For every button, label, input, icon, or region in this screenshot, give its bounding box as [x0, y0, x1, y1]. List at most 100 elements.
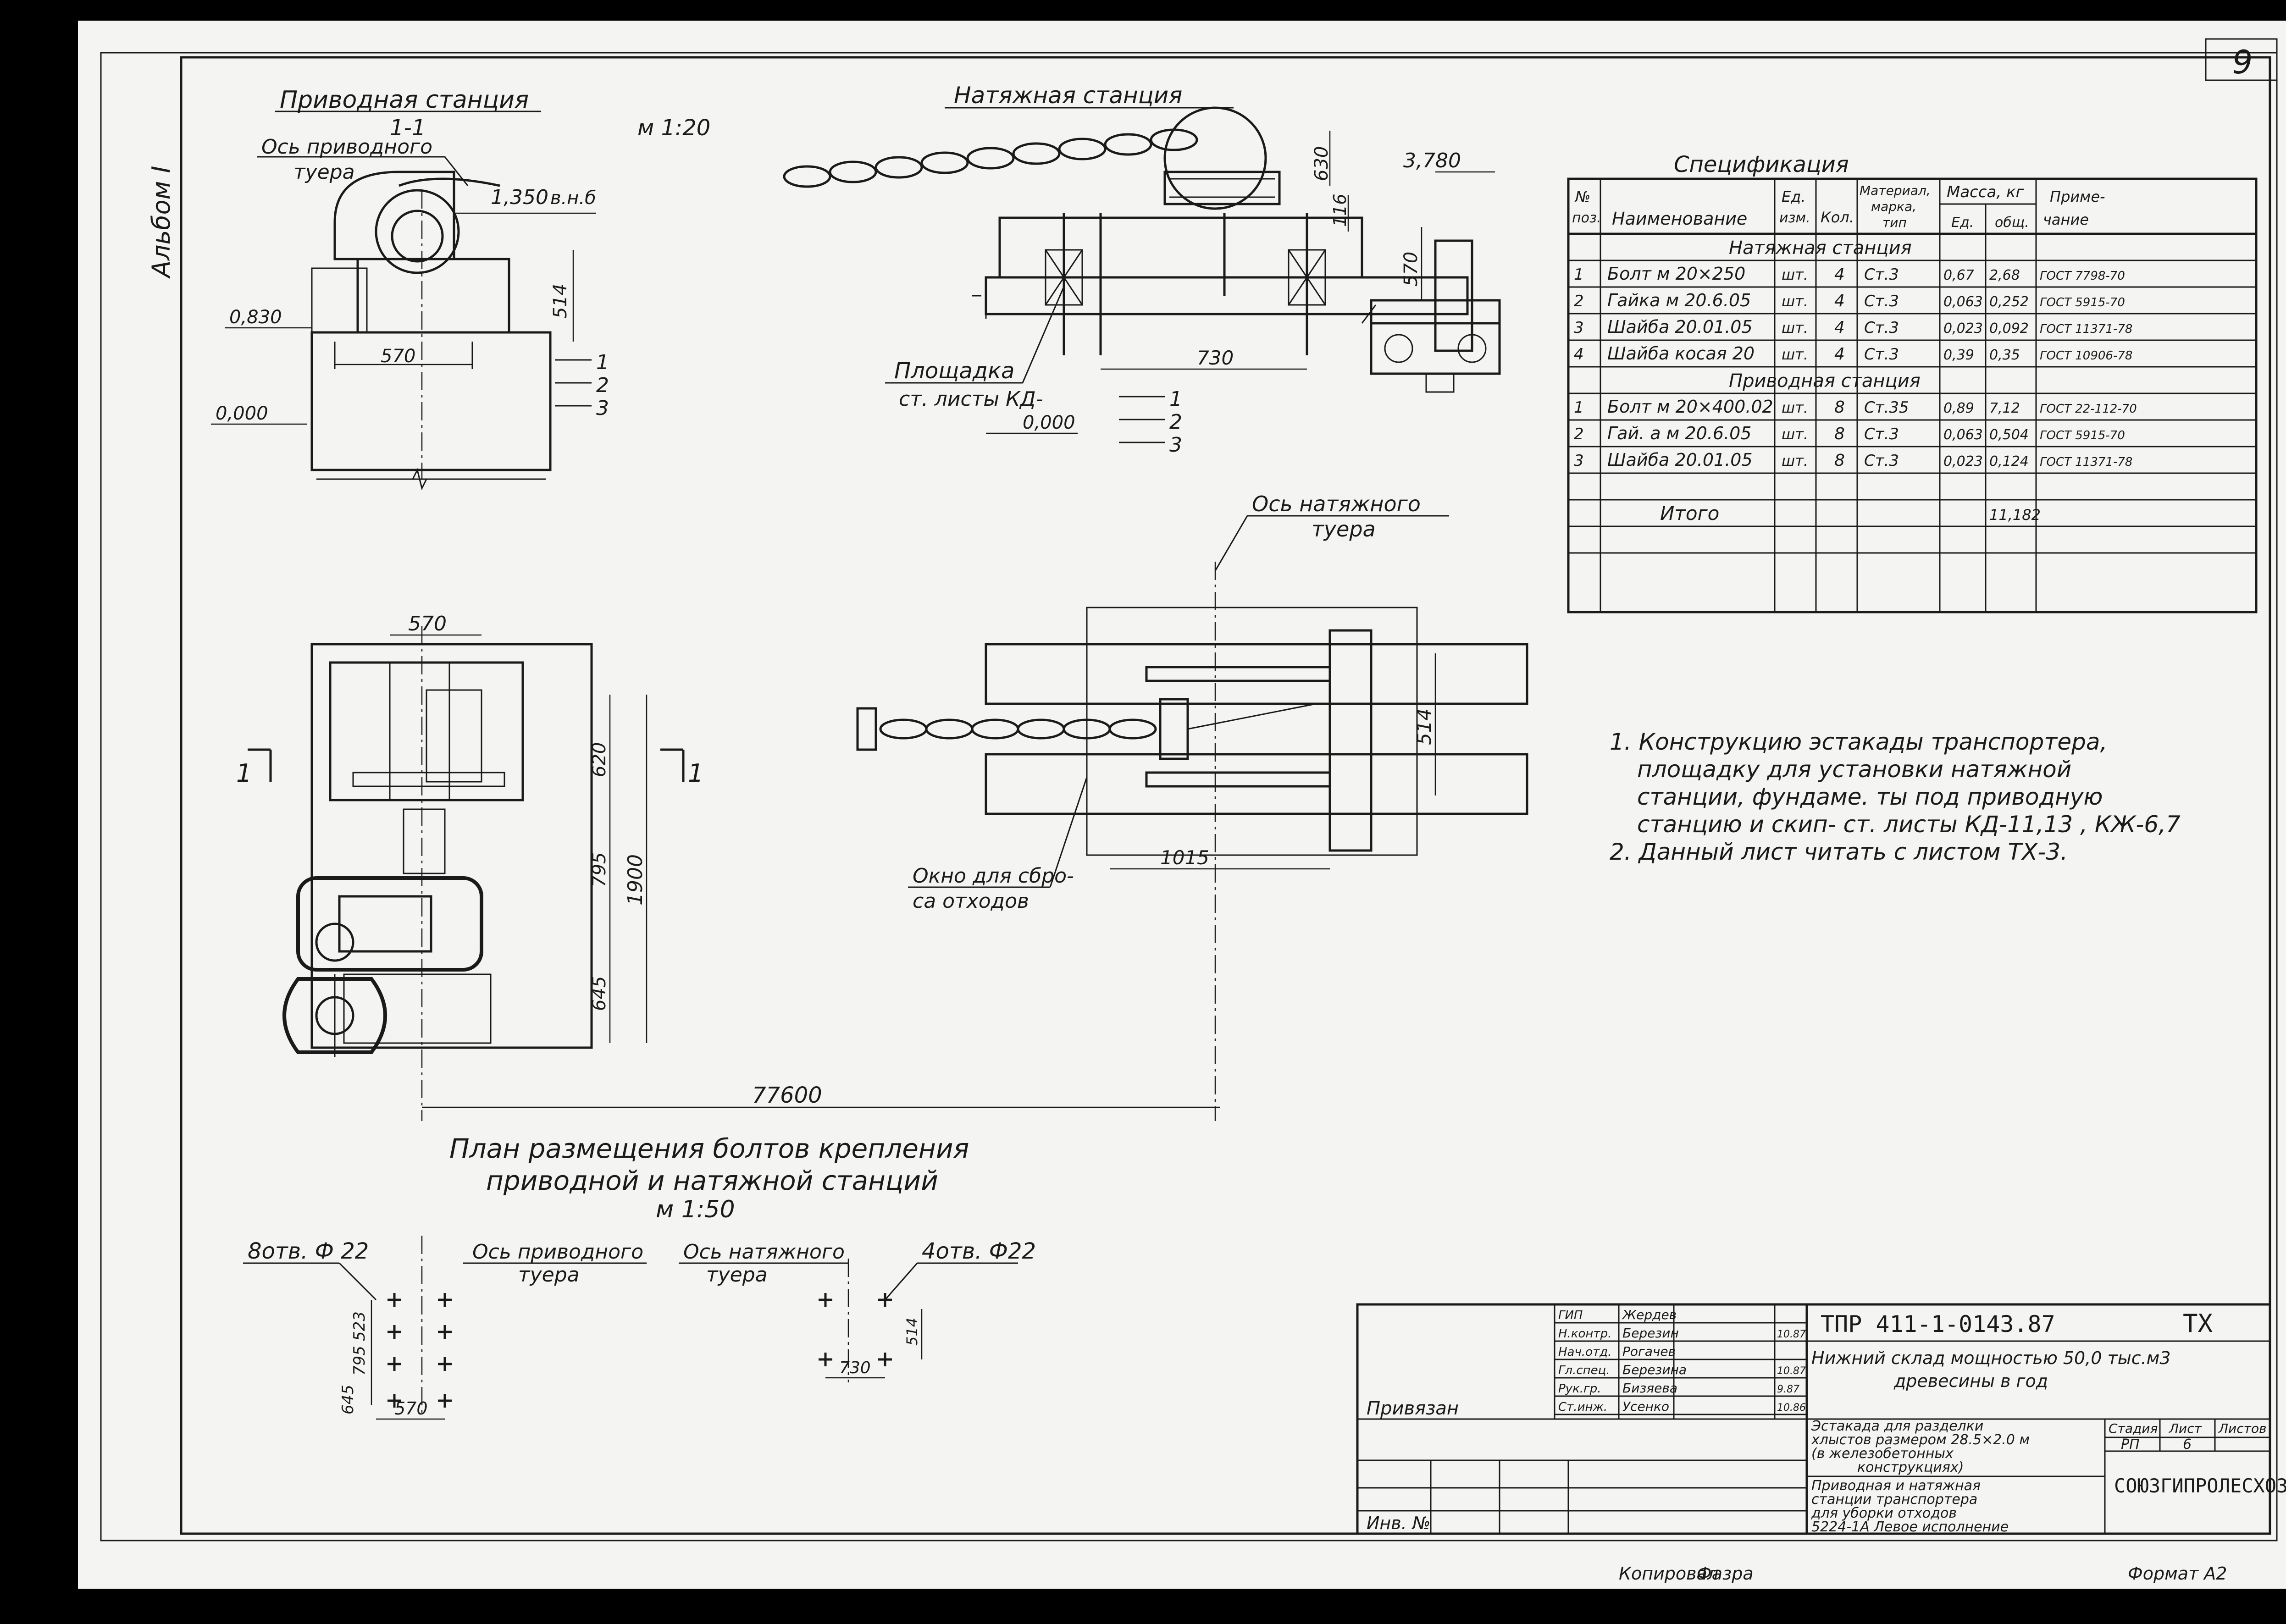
spec-cell-m1: 0,023 [1943, 320, 1983, 337]
copier-signature: Фазра [1697, 1563, 1754, 1584]
spec-cell-qty: 8 [1834, 398, 1845, 417]
spec-cell-m2: 0,092 [1989, 320, 2029, 337]
tb-sheet-hdr: Лист [2169, 1421, 2202, 1436]
spec-cell-pos: 4 [1574, 345, 1584, 364]
tb-role: Рук.гр. [1558, 1382, 1601, 1396]
drawing-sheet: 9 Альбом I Приводная станция 1-1 м 1:20 … [78, 21, 2286, 1589]
tension-elev-ground: 0,000 [1023, 412, 1075, 433]
note-1-line-3: станции, фундаме. ты под приводную [1637, 784, 2103, 810]
spec-hdr-unit-1: Ед. [1782, 188, 1806, 205]
bolt-holes-left: 8отв. Ф 22 [248, 1238, 369, 1264]
spec-cell-unit: шт. [1782, 346, 1808, 363]
tension-platform-label-1: Площадка [894, 358, 1014, 384]
bolt-plan: План размещения болтов крепления приводн… [243, 1133, 1036, 1420]
tension-station-title: Натяжная станция [954, 82, 1182, 109]
sheet-number: 9 [2232, 44, 2253, 81]
spec-cell-unit: шт. [1782, 319, 1808, 337]
note-1-line-4: станцию и скип- ст. листы КД-11,13 , КЖ-… [1637, 811, 2181, 838]
plan-section-mark-right: 1 [688, 759, 703, 788]
bolt-dim-570: 570 [394, 1398, 428, 1419]
spec-cell-m1: 0,063 [1943, 294, 1983, 310]
tb-sheet-title-4: 5224-1А Левое исполнение [1811, 1519, 2009, 1535]
tb-inv: Инв. № [1367, 1513, 1430, 1533]
tb-stage-hdr: Стадия [2109, 1421, 2158, 1436]
tension-dim-630: 630 [1311, 146, 1332, 181]
tension-callout-1: 1 [1169, 387, 1182, 411]
spec-cell-name: Шайба 20.01.05 [1607, 450, 1753, 470]
spec-cell-name: Болт м 20×400.02 [1607, 397, 1773, 417]
plan-dim-514: 514 [1413, 708, 1435, 745]
drive-elev-top: 1,350 [491, 186, 548, 209]
drive-callout-1: 1 [596, 351, 609, 374]
drive-callout-3: 3 [596, 397, 609, 420]
spec-cell-qty: 4 [1834, 292, 1845, 310]
spec-cell-m2: 0,124 [1989, 453, 2029, 470]
drive-station-view: Приводная станция 1-1 м 1:20 Ось приводн… [211, 86, 710, 491]
spec-hdr-pos-1: № [1574, 188, 1590, 205]
bolt-dim-645: 645 [339, 1385, 357, 1414]
spec-cell-m1: 0,023 [1943, 453, 1983, 470]
spec-cell-qty: 4 [1834, 345, 1845, 364]
spec-hdr-name: Наименование [1612, 209, 1747, 229]
spec-group-title: Приводная станция [1729, 370, 1921, 392]
tb-date: 10.87 [1777, 1329, 1806, 1340]
tb-sheet-title-2: станции транспортера [1811, 1491, 1977, 1508]
spec-hdr-mat-3: тип [1882, 215, 1907, 230]
spec-cell-name: Гай. а м 20.6.05 [1607, 423, 1751, 443]
tension-platform-label-2: ст. листы КД- [899, 387, 1043, 411]
spec-cell-m2: 0,252 [1989, 294, 2029, 310]
drive-elev-ground: 0,000 [216, 403, 268, 424]
drive-section-mark: 1-1 [390, 115, 426, 141]
spec-cell-pos: 3 [1574, 319, 1584, 337]
tb-name: Рогачев [1622, 1344, 1676, 1359]
spec-cell-m1: 0,89 [1943, 400, 1974, 416]
copied-by: Копировал [1619, 1563, 1718, 1584]
note-2: 2. Данный лист читать с листом ТХ-3. [1610, 839, 2068, 865]
spec-group-title: Натяжная станция [1729, 238, 1912, 259]
spec-hdr-note-2: чание [2043, 211, 2089, 228]
spec-cell-mat: Ст.3 [1864, 319, 1899, 337]
spec-cell-mat: Ст.3 [1864, 452, 1899, 470]
spec-cell-note: ГОСТ 7798-70 [2040, 269, 2125, 283]
spec-total-label: Итого [1660, 502, 1719, 525]
tb-mark: ТХ [2183, 1309, 2213, 1338]
spec-cell-unit: шт. [1782, 266, 1808, 283]
spec-cell-qty: 4 [1834, 318, 1845, 337]
tb-name: Бизяева [1622, 1381, 1677, 1396]
spec-cell-unit: шт. [1782, 425, 1808, 443]
tb-sheets-hdr: Листов [2218, 1421, 2267, 1436]
drive-axis-label-1: Ось приводного [261, 135, 432, 159]
tb-role: Гл.спец. [1558, 1364, 1610, 1377]
spec-cell-m2: 0,35 [1989, 347, 2020, 363]
bolt-drive-axis-2: туера [518, 1263, 580, 1287]
spec-cell-m1: 0,67 [1943, 267, 1974, 283]
technical-drawing: 9 Альбом I Приводная станция 1-1 м 1:20 … [100, 38, 2286, 1584]
tension-callout-3: 3 [1169, 433, 1182, 457]
drive-elev-top-note: в.н.б [550, 188, 596, 209]
tb-role: Ст.инж. [1558, 1400, 1607, 1414]
bolt-hole-mark [438, 1394, 452, 1408]
bolt-holes-right: 4отв. Ф22 [922, 1238, 1036, 1264]
spec-cell-m1: 0,063 [1943, 427, 1983, 443]
tb-object-1: Нижний склад мощностью 50,0 тыс.м3 [1811, 1348, 2171, 1368]
format-label: Формат А2 [2128, 1563, 2227, 1584]
drive-callout-2: 2 [596, 374, 609, 397]
bolt-hole-mark [387, 1357, 401, 1371]
plan-dim-645: 645 [589, 976, 610, 1011]
plan-section-mark-left: 1 [236, 759, 252, 788]
spec-hdr-mat-1: Материал, [1860, 183, 1931, 198]
spec-hdr-mass-total: общ. [1995, 215, 2029, 231]
bolt-hole-mark [387, 1325, 401, 1339]
tb-date: 10.86 [1777, 1402, 1806, 1414]
spec-cell-pos: 2 [1574, 425, 1584, 443]
plan-dim-570: 570 [408, 612, 447, 635]
outer-frame [100, 52, 2278, 1541]
tb-structure-3: (в железобетонных [1811, 1446, 1954, 1462]
tb-sheet: 6 [2183, 1436, 2192, 1453]
drive-elev-left: 0,830 [229, 307, 282, 328]
bolt-hole-mark [438, 1293, 452, 1307]
plan-dim-1900: 1900 [624, 854, 647, 906]
tb-stage: РП [2121, 1436, 2140, 1453]
spec-cell-mat: Ст.3 [1864, 292, 1899, 310]
plan-dim-1015: 1015 [1160, 846, 1209, 869]
